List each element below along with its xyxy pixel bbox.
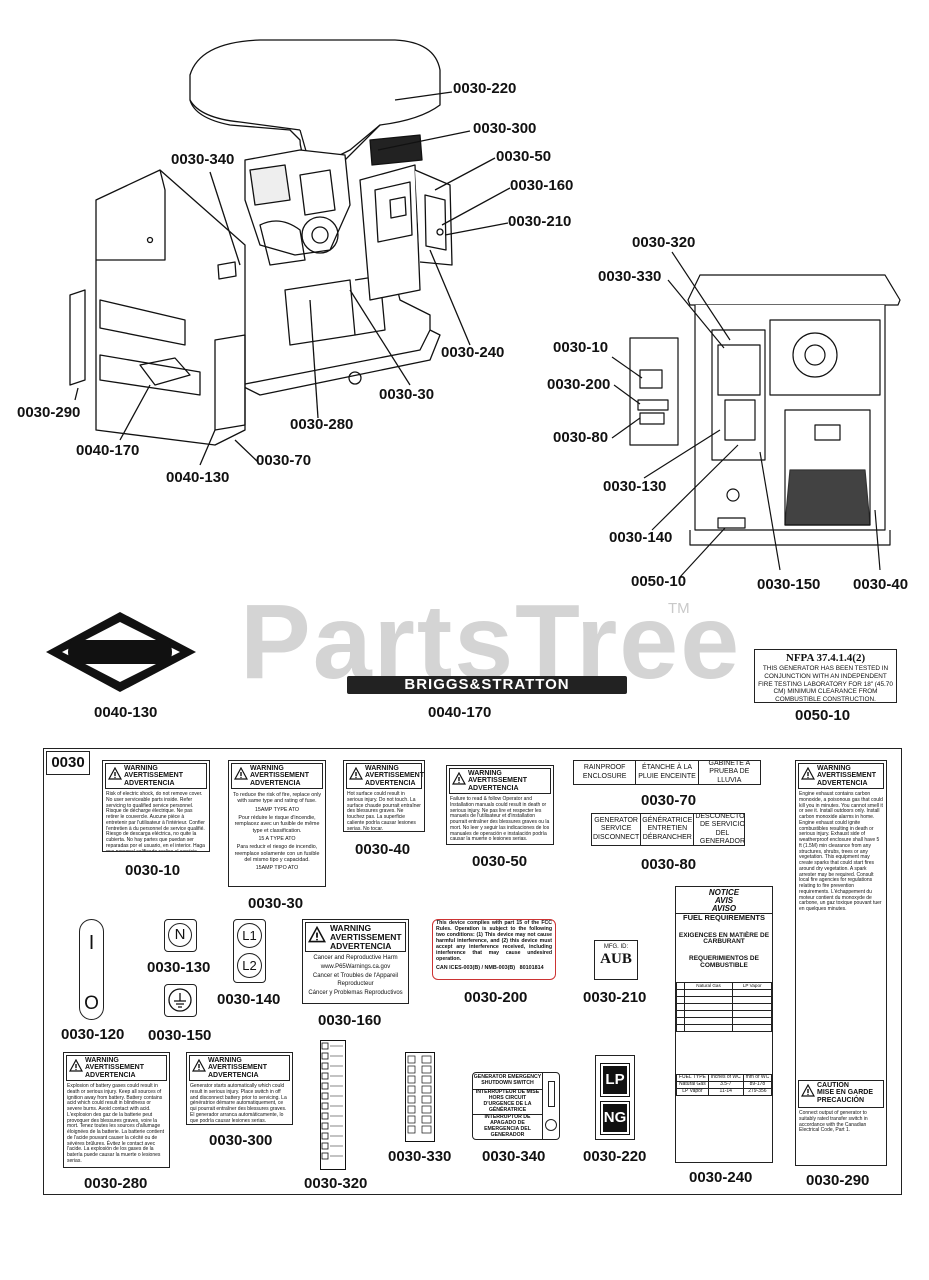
ng-badge: NG xyxy=(600,1101,630,1135)
callout-0030-160: 0030-160 xyxy=(510,177,574,194)
callout-0030-210: 0030-210 xyxy=(508,213,572,230)
warning-triangle-icon xyxy=(308,926,326,943)
callout-0050-10: 0050-10 xyxy=(631,573,687,590)
callout-0030-10: 0030-10 xyxy=(553,339,609,356)
callout-0030-320: 0030-320 xyxy=(632,234,696,251)
label-0030-70: 0030-70 xyxy=(641,792,697,809)
callout-0030-200: 0030-200 xyxy=(547,376,611,393)
callout-0030-30: 0030-30 xyxy=(379,386,435,403)
warning-triangle-icon xyxy=(349,767,363,780)
label-0030-240: 0030-240 xyxy=(689,1169,753,1186)
decal-label-0050-10: 0050-10 xyxy=(795,707,851,724)
label-0030-200: 0030-200 xyxy=(464,989,528,1006)
decal-0030-140: L1 L2 xyxy=(233,919,266,983)
label-0030-40: 0030-40 xyxy=(355,841,411,858)
callout-0030-130: 0030-130 xyxy=(603,478,667,495)
decal-0030-290: WARNING AVERTISSEMENT ADVERTENCIA Engine… xyxy=(795,760,887,1166)
callout-0030-220: 0030-220 xyxy=(453,80,517,97)
warning-triangle-icon xyxy=(108,767,122,780)
decal-0030-30: WARNING AVERTISSEMENT ADVERTENCIA To red… xyxy=(228,760,326,887)
label-0030-80: 0030-80 xyxy=(641,856,697,873)
label-0030-300: 0030-300 xyxy=(209,1132,273,1149)
decal-0030-300: WARNING AVERTISSEMENT ADVERTENCIA Genera… xyxy=(186,1052,293,1125)
decal-0030-320 xyxy=(320,1040,346,1170)
callout-0030-280: 0030-280 xyxy=(290,416,354,433)
label-0030-330: 0030-330 xyxy=(388,1148,452,1165)
callout-0030-70: 0030-70 xyxy=(256,452,312,469)
decal-0030-120: I O xyxy=(79,919,104,1020)
decal-0030-220: LP NG xyxy=(595,1055,635,1140)
callout-0030-240: 0030-240 xyxy=(441,344,505,361)
briggs-stratton-decal: BRIGGS&STRATTON xyxy=(347,676,627,694)
label-0030-320: 0030-320 xyxy=(304,1175,368,1192)
label-0030-280: 0030-280 xyxy=(84,1175,148,1192)
callout-0030-330: 0030-330 xyxy=(598,268,662,285)
callout-0030-300: 0030-300 xyxy=(473,120,537,137)
label-0030-160: 0030-160 xyxy=(318,1012,382,1029)
callout-0030-140: 0030-140 xyxy=(609,529,673,546)
nfpa-decal: NFPA 37.4.1.4(2) THIS GENERATOR HAS BEEN… xyxy=(754,649,897,703)
callout-0030-150: 0030-150 xyxy=(757,576,821,593)
decal-0030-330 xyxy=(405,1052,435,1142)
line-2-symbol: L2 xyxy=(237,953,262,978)
generator-exploded-illustration xyxy=(46,39,901,692)
decal-0030-40: WARNING AVERTISSEMENT ADVERTENCIA Hot su… xyxy=(343,760,425,832)
callout-0030-290: 0030-290 xyxy=(17,404,81,421)
neutral-symbol: N xyxy=(168,923,192,947)
label-0030-30: 0030-30 xyxy=(248,895,304,912)
caution-triangle-icon xyxy=(801,1084,815,1097)
warning-triangle-icon xyxy=(801,767,815,780)
decal-label-0040-130: 0040-130 xyxy=(94,704,158,721)
label-0030-140: 0030-140 xyxy=(217,991,281,1008)
decal-0030-10-text: Risk of electric shock, do not remove co… xyxy=(106,791,205,852)
ground-icon xyxy=(168,988,192,1012)
lp-badge: LP xyxy=(600,1063,630,1097)
label-0030-340: 0030-340 xyxy=(482,1148,546,1165)
callout-0040-170: 0040-170 xyxy=(76,442,140,459)
callout-0030-40: 0030-40 xyxy=(853,576,909,593)
decal-0030-210: MFG. ID: AUB xyxy=(594,940,638,980)
legend-tag: 0030 xyxy=(46,751,90,775)
decal-label-0040-170: 0040-170 xyxy=(428,704,492,721)
decal-0030-240: NOTICE AVIS AVISO FUEL REQUIREMENTS EXIG… xyxy=(675,886,773,1163)
label-0030-50: 0030-50 xyxy=(472,853,528,870)
decal-0030-340: GENERATOR EMERGENCY SHUTDOWN SWITCH INTE… xyxy=(472,1072,560,1140)
decal-0030-130: N xyxy=(164,919,197,952)
nfpa-title: NFPA 37.4.1.4(2) xyxy=(785,652,866,664)
callout-0030-340: 0030-340 xyxy=(171,151,235,168)
callout-0040-130: 0040-130 xyxy=(166,469,230,486)
decal-0030-280: WARNING AVERTISSEMENT ADVERTENCIA Explos… xyxy=(63,1052,170,1168)
label-0030-210: 0030-210 xyxy=(583,989,647,1006)
line-1-symbol: L1 xyxy=(237,923,262,948)
label-0030-220: 0030-220 xyxy=(583,1148,647,1165)
label-0030-10: 0030-10 xyxy=(125,862,181,879)
label-0030-120: 0030-120 xyxy=(61,1026,125,1043)
callout-0030-50: 0030-50 xyxy=(496,148,552,165)
decal-0030-150 xyxy=(164,984,197,1017)
warning-triangle-icon xyxy=(452,772,466,785)
warning-triangle-icon xyxy=(192,1059,206,1072)
switch-on-symbol: I xyxy=(88,932,95,954)
decal-0030-160: WARNING AVERTISSEMENT ADVERTENCIA Cancer… xyxy=(302,919,409,1004)
callout-0030-80: 0030-80 xyxy=(553,429,609,446)
decal-0030-10: WARNING AVERTISSEMENT ADVERTENCIA Risk o… xyxy=(102,760,210,852)
decal-0030-200: This device complies with part 15 of the… xyxy=(432,919,556,980)
label-0030-130: 0030-130 xyxy=(147,959,211,976)
warning-triangle-icon xyxy=(69,1059,83,1072)
switch-off-symbol: O xyxy=(84,993,99,1014)
decal-0030-50: WARNING AVERTISSEMENT ADVERTENCIA Failur… xyxy=(446,765,554,845)
trademark-mark: TM xyxy=(668,600,690,617)
nfpa-text: THIS GENERATOR HAS BEEN TESTED IN CONJUN… xyxy=(758,665,893,703)
decal-legend-panel xyxy=(43,748,902,1195)
label-0030-150: 0030-150 xyxy=(148,1027,212,1044)
label-0030-290: 0030-290 xyxy=(806,1172,870,1189)
warning-triangle-icon xyxy=(234,767,248,780)
